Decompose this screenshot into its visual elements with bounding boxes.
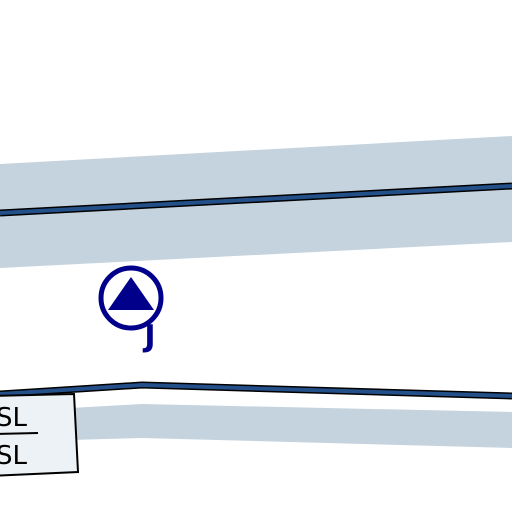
- altitude-upper: SL: [0, 403, 28, 433]
- lower-airway-corridor: [0, 404, 512, 448]
- navaid-label: J: [142, 319, 155, 354]
- navaid-triangle-icon[interactable]: [98, 265, 164, 331]
- altitude-lower: SL: [0, 441, 28, 471]
- upper-route-line: [0, 184, 512, 215]
- lower-route-line: [0, 383, 512, 398]
- altitude-label-box: SL SL: [0, 392, 80, 477]
